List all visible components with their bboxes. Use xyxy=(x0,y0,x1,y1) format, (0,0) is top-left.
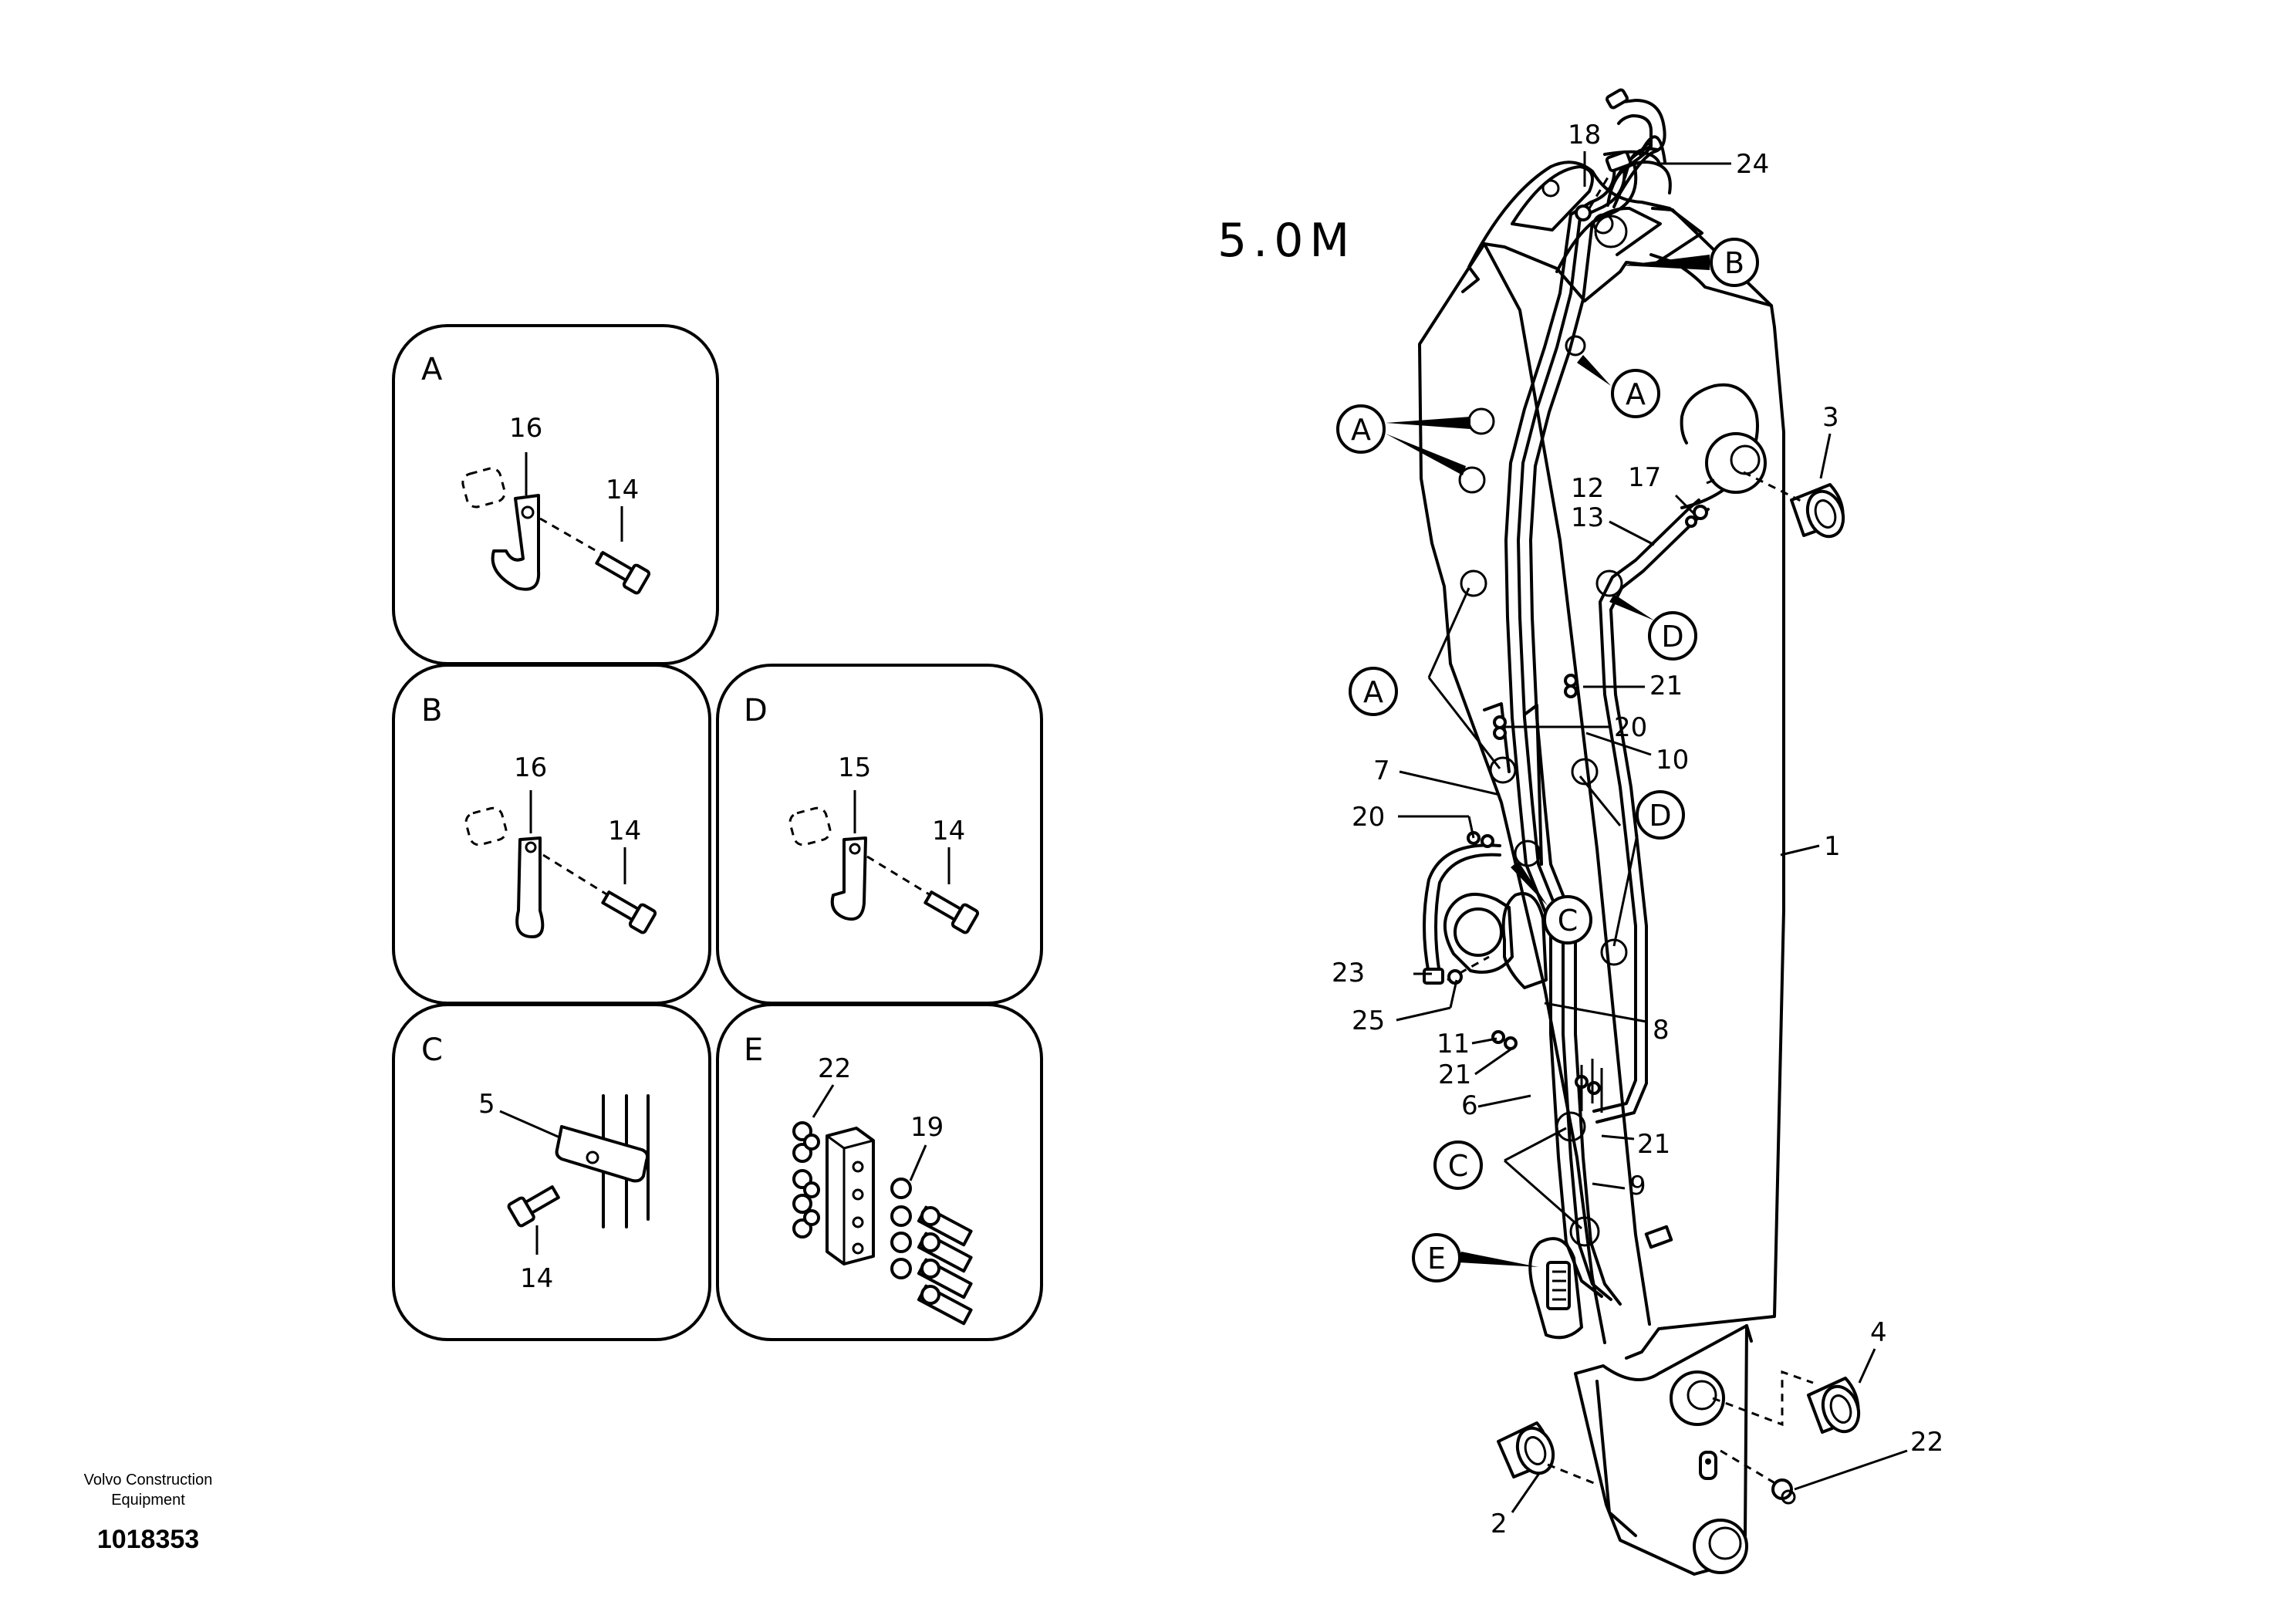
plug-18-icon xyxy=(1575,204,1592,221)
panel-d-callout-15: 15 xyxy=(838,752,871,783)
plug-22-icon xyxy=(1771,1478,1796,1505)
footer: Volvo Construction Equipment 1018353 xyxy=(84,1472,213,1554)
detail-panel-d: D 15 14 xyxy=(716,664,1043,1005)
leader-lines xyxy=(1396,151,1908,1513)
callout-24: 24 xyxy=(1736,149,1769,180)
bolt-d-icon xyxy=(923,890,980,934)
view-marker-d-1: D xyxy=(1609,594,1697,661)
panel-d-callout-14: 14 xyxy=(932,816,965,846)
bushing-4-icon xyxy=(1807,1377,1861,1434)
view-marker-b: B xyxy=(1622,238,1759,287)
panel-c-callout-14: 14 xyxy=(520,1263,553,1294)
detail-panel-a: A 16 14 xyxy=(392,324,719,665)
panel-b-letter: B xyxy=(421,693,442,728)
view-marker-c-2: C xyxy=(1433,1140,1483,1190)
bolt-c-icon xyxy=(507,1185,560,1228)
callout-21-b: 21 xyxy=(1438,1059,1471,1090)
callout-9: 9 xyxy=(1629,1171,1646,1201)
company-name-line2: Equipment xyxy=(111,1492,185,1509)
bushing-3-icon xyxy=(1790,483,1845,539)
callout-20-a: 20 xyxy=(1614,712,1647,743)
panel-b-callout-14: 14 xyxy=(608,816,641,846)
callout-4: 4 xyxy=(1870,1317,1887,1348)
panel-c-callout-5: 5 xyxy=(478,1089,495,1120)
panel-a-callout-16: 16 xyxy=(509,413,542,444)
svg-text:E: E xyxy=(1427,1242,1446,1276)
callout-11: 11 xyxy=(1437,1029,1470,1059)
fitting-set-icon xyxy=(890,1178,973,1326)
clamp-b-icon xyxy=(515,836,545,938)
view-marker-c-1: C xyxy=(1511,861,1592,944)
callout-21-a: 21 xyxy=(1649,671,1683,701)
plug-17-icon xyxy=(1685,505,1708,528)
panel-a-callout-14: 14 xyxy=(606,475,639,505)
panel-e-callout-22: 22 xyxy=(818,1053,851,1084)
drawing-title: 5.0M xyxy=(1217,214,1356,268)
detail-panel-e: E 22 19 xyxy=(716,1003,1043,1341)
clamp-d-icon xyxy=(830,836,867,921)
panel-a-letter: A xyxy=(421,352,443,387)
drawing-number: 1018353 xyxy=(97,1525,199,1554)
callout-10: 10 xyxy=(1656,745,1689,776)
callout-8: 8 xyxy=(1653,1015,1670,1046)
callout-21-c: 21 xyxy=(1637,1129,1670,1160)
callout-25: 25 xyxy=(1352,1005,1385,1036)
callout-6: 6 xyxy=(1461,1090,1478,1121)
svg-text:A: A xyxy=(1626,377,1646,411)
view-marker-e: E xyxy=(1412,1233,1538,1282)
callout-13: 13 xyxy=(1571,502,1604,533)
callout-20-b: 20 xyxy=(1352,802,1385,833)
svg-text:D: D xyxy=(1661,620,1683,654)
callout-18: 18 xyxy=(1568,120,1601,150)
svg-text:C: C xyxy=(1558,904,1578,938)
svg-text:A: A xyxy=(1363,675,1383,709)
bushing-2-icon xyxy=(1497,1421,1555,1478)
panel-d-letter: D xyxy=(744,693,768,728)
view-marker-a-1: A xyxy=(1336,404,1470,475)
svg-text:C: C xyxy=(1448,1149,1469,1183)
panel-e-callout-19: 19 xyxy=(910,1112,944,1143)
plug-set-icon xyxy=(792,1121,820,1238)
manifold-block-icon xyxy=(826,1127,875,1265)
svg-text:A: A xyxy=(1351,413,1371,447)
callout-2: 2 xyxy=(1491,1509,1508,1539)
callout-23: 23 xyxy=(1332,958,1365,988)
view-marker-a-3: A xyxy=(1349,667,1398,716)
view-marker-d-2: D xyxy=(1636,790,1685,840)
svg-text:D: D xyxy=(1649,799,1671,833)
bolt-b-icon xyxy=(601,890,657,934)
clamp-plate-c-icon xyxy=(555,1125,650,1183)
view-markers: A A A B C C D xyxy=(1336,238,1759,1282)
bolt-a-icon xyxy=(595,551,651,595)
panel-c-letter: C xyxy=(421,1032,443,1068)
panel-e-letter: E xyxy=(744,1032,763,1068)
view-marker-a-2: A xyxy=(1577,355,1660,418)
callout-12: 12 xyxy=(1571,473,1604,504)
detail-panel-c: C 5 14 xyxy=(392,1003,711,1341)
callout-1: 1 xyxy=(1824,831,1841,862)
svg-text:B: B xyxy=(1724,246,1744,280)
company-name-line1: Volvo Construction xyxy=(84,1472,213,1489)
callout-7: 7 xyxy=(1373,755,1390,786)
detail-panel-b: B 16 14 xyxy=(392,664,711,1005)
callout-22: 22 xyxy=(1910,1427,1943,1458)
part-callouts: 1 2 3 4 6 7 8 9 10 11 12 13 17 18 20 20 … xyxy=(1332,120,1943,1539)
callout-17: 17 xyxy=(1628,462,1661,493)
callout-3: 3 xyxy=(1822,402,1839,433)
panel-b-callout-16: 16 xyxy=(514,752,547,783)
